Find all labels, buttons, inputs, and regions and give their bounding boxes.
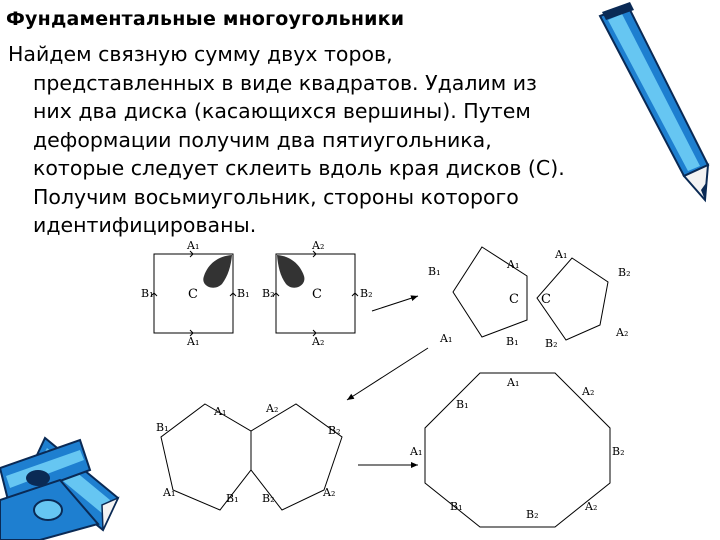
label-a2-top-right: A₂ — [581, 385, 594, 398]
paragraph-line-1: Найдем связную сумму двух торов, — [8, 42, 393, 66]
label-b2-bottom: B₂ — [262, 492, 275, 505]
label-a2-bottom: A₂ — [322, 486, 335, 499]
pentagon-left: B₁ A₁ C A₁ B₁ — [428, 246, 528, 348]
label-a2: A₂ — [615, 326, 628, 339]
label-b1-top-left: B₁ — [456, 398, 469, 411]
label-a2-bottom-right: A₂ — [584, 500, 597, 513]
paragraph-line-6: Получим восьмиугольник, стороны которого — [33, 184, 519, 209]
label-b2: B₂ — [618, 266, 631, 279]
label-a1: A₁ — [506, 258, 519, 271]
label-b1: B₁ — [428, 265, 441, 278]
label-b1-bottom: B₁ — [226, 492, 239, 505]
label-b2-bottom: B₂ — [545, 337, 558, 350]
body-paragraph: Найдем связную сумму двух торов, предста… — [8, 40, 648, 240]
label-b2-left: B₂ — [262, 287, 275, 300]
label-b2: B₂ — [328, 424, 341, 437]
label-a1: A₁ — [213, 405, 226, 418]
pencils-icon — [0, 436, 120, 540]
label-a2-bottom: A₂ — [311, 335, 324, 348]
label-b1: B₁ — [156, 421, 169, 434]
label-c: C — [541, 292, 551, 307]
octagon: A₁ A₂ B₂ A₂ B₂ B₁ A₁ B₁ — [409, 372, 625, 528]
label-a2: A₂ — [265, 402, 278, 415]
label-b2-right: B₂ — [612, 445, 625, 458]
label-a1-left: A₁ — [409, 445, 422, 458]
label-b1-bottom: B₁ — [506, 335, 519, 348]
paragraph-line-5: которые следует склеить вдоль края диско… — [33, 156, 565, 180]
label-b1-right: B₁ — [237, 287, 250, 300]
arrow-to-pentagons — [371, 295, 419, 312]
label-b2-right: B₂ — [360, 287, 373, 300]
label-a1-top: A₁ — [186, 239, 199, 252]
joined-pentagons: A₁ A₂ B₁ B₂ A₁ B₁ B₂ A₂ — [156, 402, 343, 511]
torus-square-right: A₂ A₂ B₂ B₂ C — [262, 239, 373, 348]
label-a2-top: A₂ — [311, 239, 324, 252]
label-a1: A₁ — [554, 248, 567, 261]
label-c: C — [188, 287, 198, 302]
label-a1-bottom: A₁ — [162, 486, 175, 499]
slide-title: Фундаментальные многоугольники — [6, 8, 405, 30]
pen-icon — [598, 2, 710, 203]
removed-disk — [277, 255, 305, 288]
label-c: C — [312, 287, 322, 302]
torus-square-left: A₁ A₁ B₁ B₁ C — [141, 239, 250, 348]
paragraph-line-2: представленных в виде квадратов. Удалим … — [33, 70, 537, 95]
label-b1-left: B₁ — [141, 287, 154, 300]
label-b1-bottom-left: B₁ — [450, 500, 463, 513]
paragraph-line-4: деформации получим два пятиугольника, — [33, 127, 492, 152]
pentagon-right: A₁ B₂ C A₂ B₂ — [536, 248, 631, 350]
removed-disk — [203, 255, 232, 288]
paragraph-line-7: идентифицированы. — [33, 213, 257, 237]
label-a1-bottom: A₁ — [439, 332, 452, 345]
label-c: C — [509, 292, 519, 307]
label-a1-top: A₁ — [506, 376, 519, 389]
arrow-to-joined — [346, 347, 429, 401]
paragraph-line-3: них два диска (касающихся вершины). Путе… — [33, 99, 531, 123]
label-b2-bottom: B₂ — [526, 508, 539, 521]
label-a1-bottom: A₁ — [186, 335, 199, 348]
